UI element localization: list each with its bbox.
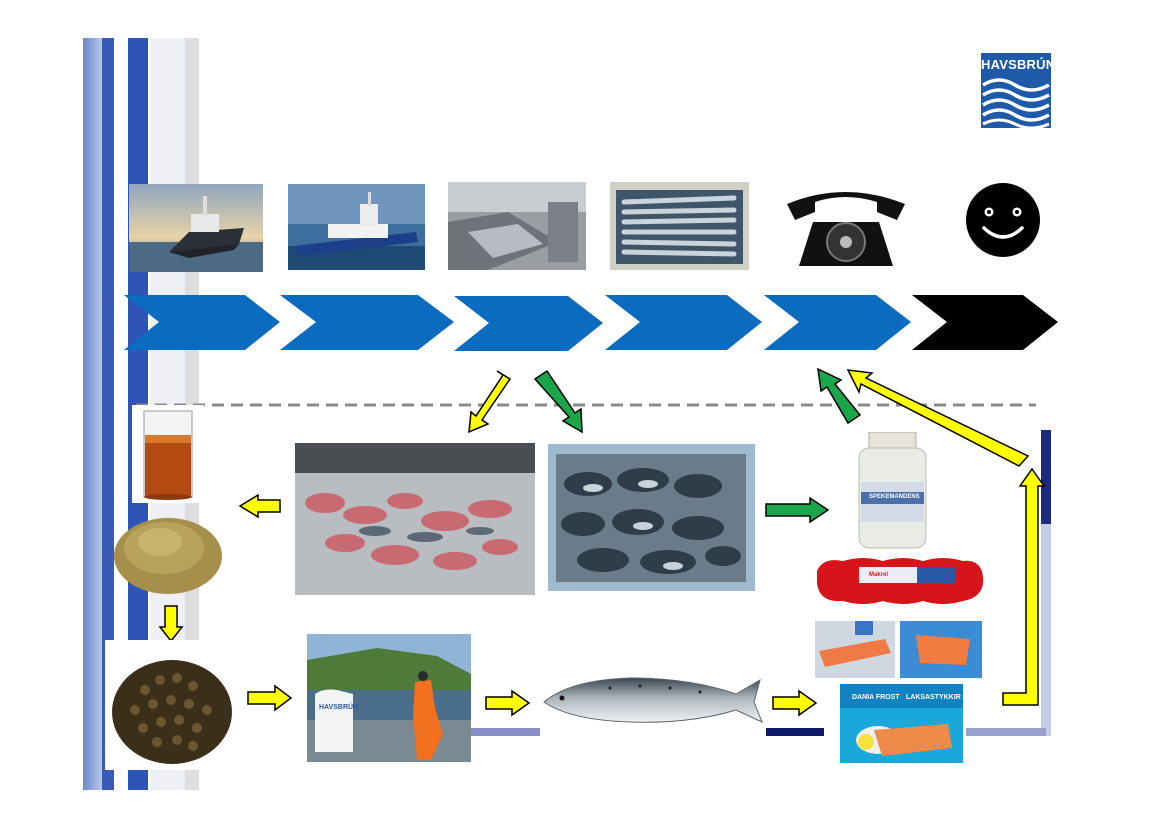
yellow-arrow-right-1	[247, 684, 293, 712]
bottom-bar-3	[966, 728, 1046, 736]
mackerel-sausage-pack: Makrel	[813, 553, 985, 609]
jar-label: SPEKEMANDENS	[869, 494, 920, 500]
yellow-arrow-left-1	[238, 493, 281, 519]
side-bar-dark	[102, 38, 114, 790]
fish-cuttings-photo	[295, 443, 535, 595]
salmon-fish	[540, 662, 766, 738]
bottom-bar-1	[470, 728, 540, 736]
yellow-arrow-down-left	[468, 370, 512, 434]
salmon-pack: DANIA FROST LAKSASTYKKIR	[838, 682, 965, 765]
chevron-step-2	[280, 295, 454, 350]
green-arrow-up	[817, 367, 862, 425]
fish-farm-photo: HAVSBRÚN	[307, 634, 471, 762]
bottom-bar-2	[766, 728, 824, 736]
right-bar-light	[1041, 524, 1051, 736]
feed-pellets-pile	[105, 640, 240, 770]
chevron-step-3	[454, 296, 603, 351]
chevron-step-4	[605, 295, 762, 350]
yellow-arrow-up-left-long	[846, 369, 1030, 467]
pack-brand: DANIA FROST	[852, 694, 900, 701]
fish-oil-beaker	[132, 405, 204, 503]
wave-icon	[982, 78, 1050, 128]
salmon-fillet-photo-1	[815, 621, 895, 678]
yellow-arrow-elbow-up	[1002, 467, 1046, 706]
bag-label: HAVSBRÚN	[319, 704, 359, 711]
telephone-icon	[775, 182, 917, 272]
right-bar	[1041, 430, 1051, 524]
herring-fillets-photo	[548, 444, 755, 591]
havsbrun-logo: HAVSBRÚN	[981, 53, 1056, 128]
side-bar-light	[83, 38, 102, 790]
fishing-vessel-photo	[129, 184, 263, 272]
chevron-step-5	[764, 295, 911, 350]
herring-jar: SPEKEMANDENS	[855, 431, 930, 550]
green-arrow-down-right	[533, 369, 583, 434]
yellow-arrow-right-3	[772, 689, 818, 717]
processing-plant-photo	[448, 182, 586, 270]
chevron-step-final	[912, 295, 1058, 350]
pack-product: LAKSASTYKKIR	[906, 694, 961, 701]
chevron-step-1	[124, 295, 280, 350]
yellow-arrow-down-1	[158, 605, 184, 643]
green-arrow-right	[765, 496, 830, 524]
salmon-fillet-photo-2	[900, 621, 982, 678]
fish-meal-pile	[112, 504, 224, 596]
trawler-photo	[288, 184, 425, 270]
smiley-face-icon	[965, 182, 1041, 258]
yellow-arrow-right-2	[485, 689, 531, 717]
logo-text: HAVSBRÚN	[981, 57, 1056, 72]
mackerel-box-photo	[610, 182, 749, 270]
sausage-label: Makrel	[869, 572, 889, 578]
